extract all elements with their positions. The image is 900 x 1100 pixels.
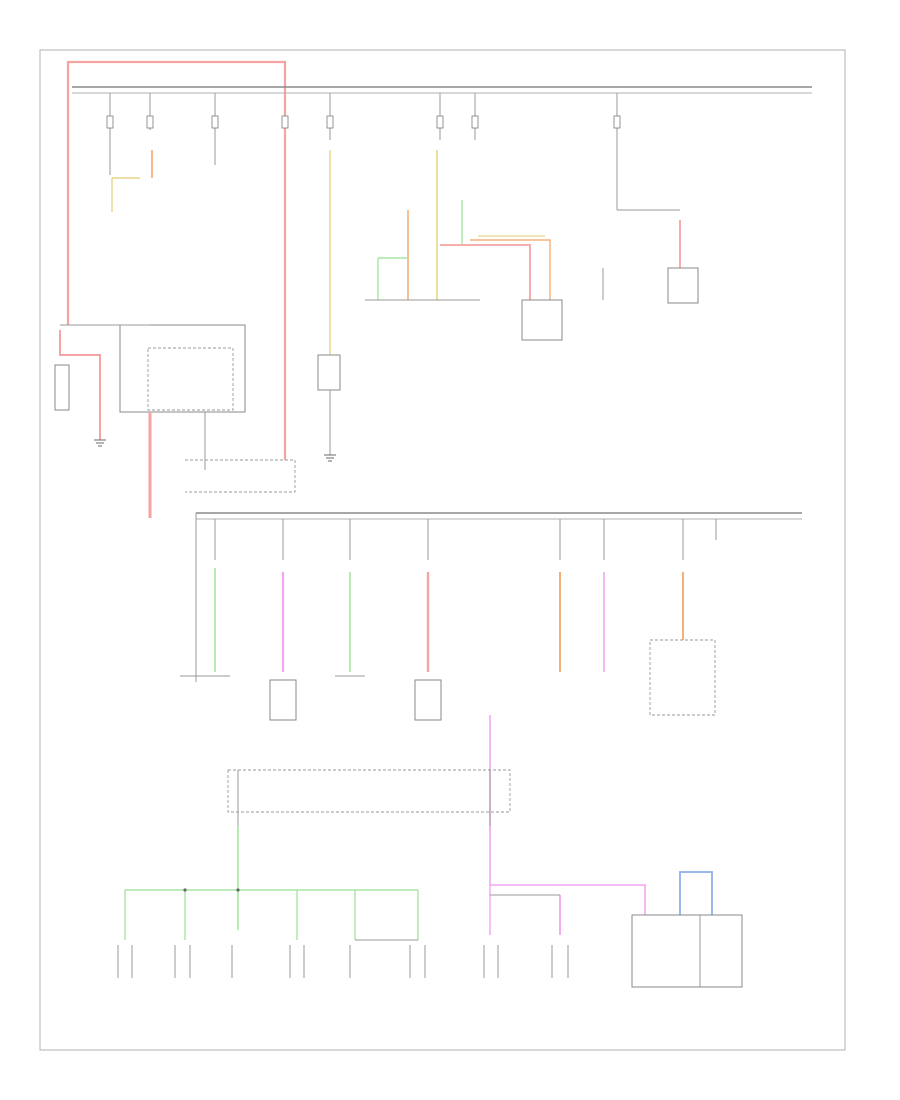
power-distribution-box-inner — [147, 347, 234, 411]
fuse-icon — [146, 115, 154, 129]
relay-icon — [649, 639, 716, 716]
motor-icon — [317, 354, 341, 391]
lower-connectors — [117, 945, 569, 978]
power-distribution-box — [119, 324, 246, 413]
battery-main-wire — [66, 60, 287, 460]
relay-connector — [667, 267, 699, 304]
battery-connector — [54, 364, 70, 411]
fuse-icon — [471, 115, 479, 129]
fuse-icon — [436, 115, 444, 129]
fuse-icon — [281, 115, 289, 129]
fuse-icon — [613, 115, 621, 129]
connector-icon — [414, 679, 442, 721]
fuse-icon — [211, 115, 219, 129]
connector-icon — [269, 679, 297, 721]
ground-icon — [324, 454, 336, 462]
battery-feed-section — [54, 60, 812, 518]
ignition-feed-section — [180, 512, 802, 885]
fuse-drops-top — [106, 93, 621, 210]
fuse-icon — [326, 115, 334, 129]
fuel-pump-module — [631, 914, 743, 988]
blower-motor-connector — [521, 299, 563, 341]
lower-distribution-section — [117, 769, 743, 988]
diagram-frame — [39, 49, 846, 1051]
ground-icon — [94, 439, 106, 447]
fuse-block-lower — [227, 769, 511, 813]
fuse-icon — [106, 115, 114, 129]
